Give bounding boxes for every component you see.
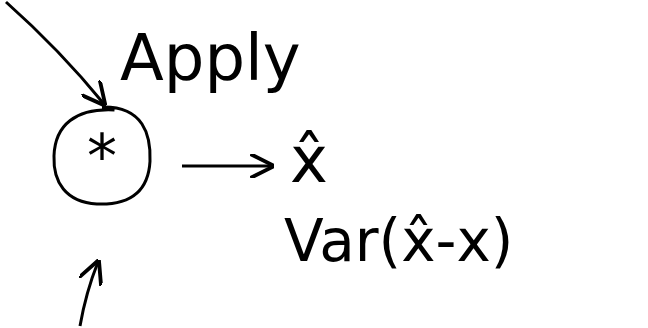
variance-expression: Var(x̂-x): [284, 212, 513, 270]
input-arrow: [6, 2, 104, 104]
input-arrow: [80, 262, 98, 326]
output-arrow: [182, 165, 272, 168]
operator-symbol: *: [87, 126, 117, 186]
step-label: Apply: [120, 26, 301, 90]
operator-circle: *: [50, 104, 154, 208]
circle-outline: [54, 107, 150, 204]
output-symbol: x̂: [290, 128, 328, 192]
